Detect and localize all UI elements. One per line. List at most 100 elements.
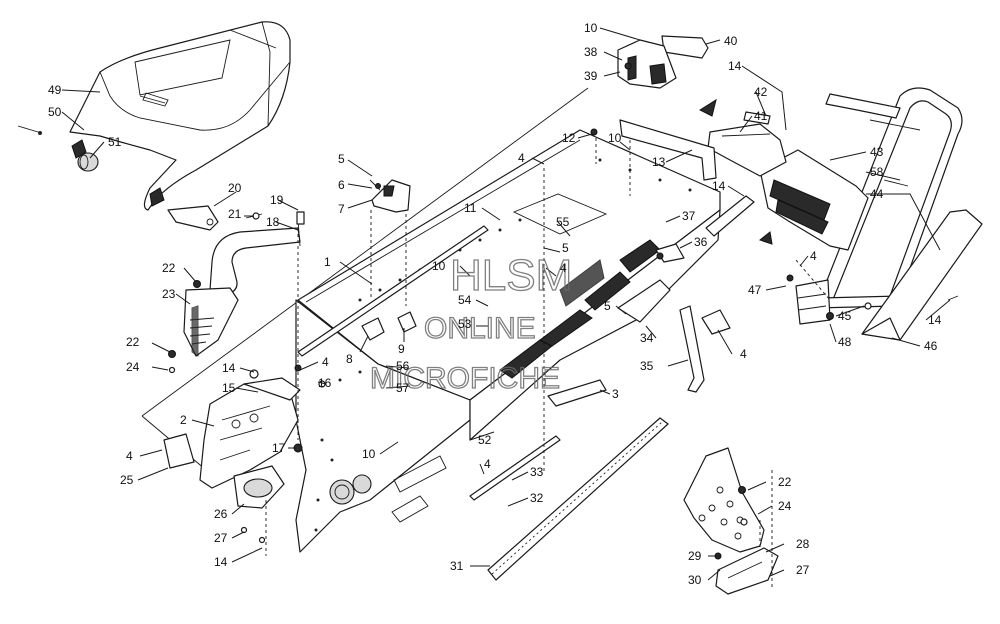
front-grab-handle-18 <box>209 211 305 295</box>
callout-label: 33 <box>530 465 544 479</box>
rail-14-rear <box>705 195 755 237</box>
reflector-42 <box>743 111 771 125</box>
snowflap-43 <box>759 149 869 251</box>
callout-label: 22 <box>126 335 140 349</box>
callout-label: 1 <box>324 255 331 269</box>
callout-label: 37 <box>682 209 696 223</box>
callout-label: 32 <box>530 491 544 505</box>
brace-35 <box>679 305 705 393</box>
callout-label: 42 <box>754 85 768 99</box>
callout-label: 14 <box>222 361 236 375</box>
callout-label: 54 <box>458 293 472 307</box>
callout-label: 14 <box>728 59 742 73</box>
callout-label: 8 <box>346 352 353 366</box>
callout-label: 46 <box>924 339 938 353</box>
callout-label: 10 <box>608 131 622 145</box>
group-outline-top <box>141 87 589 417</box>
callout-label: 15 <box>222 381 236 395</box>
skid-3 <box>547 379 607 407</box>
callout-label: 53 <box>458 317 472 331</box>
callout-label: 10 <box>362 447 376 461</box>
callout-label: 22 <box>162 261 176 275</box>
watermark: HLSM ONLINE MICROFICHE <box>369 250 573 395</box>
callout-label: 55 <box>556 215 570 229</box>
callout-label: 47 <box>748 283 762 297</box>
callout-label: 4 <box>518 151 525 165</box>
callout-label: 34 <box>640 331 654 345</box>
callout-label: 26 <box>214 507 228 521</box>
callout-label: 14 <box>712 179 726 193</box>
callout-label: 28 <box>796 537 810 551</box>
callout-label: 14 <box>214 555 228 569</box>
callout-label: 4 <box>740 347 747 361</box>
heel-pad-28 <box>715 547 779 595</box>
callout-label: 29 <box>688 549 702 563</box>
rear-bracket-13 <box>619 119 717 181</box>
callout-label: 4 <box>560 261 567 275</box>
callout-label: 35 <box>640 359 654 373</box>
callout-label: 5 <box>604 299 611 313</box>
callout-label: 9 <box>398 342 405 356</box>
callout-label: 4 <box>810 249 817 263</box>
callout-label: 56 <box>396 359 410 373</box>
callout-label: 14 <box>928 313 942 327</box>
callout-labels: 49 50 51 20 21 1 9 18 22 23 22 24 5 6 7 1… <box>48 21 942 587</box>
watermark-line3: MICROFICHE <box>370 362 560 395</box>
flap-bracket-41 <box>707 123 787 177</box>
callout-label: 6 <box>338 178 345 192</box>
plate-25 <box>163 433 195 469</box>
callout-label: 40 <box>724 34 738 48</box>
rear-bumper-44 <box>815 87 963 309</box>
callout-label: 44 <box>870 187 884 201</box>
strip-33 <box>469 435 561 501</box>
bracket-4-right <box>701 309 731 335</box>
callout-label: 41 <box>754 109 768 123</box>
front-bulkhead-2 <box>199 377 301 489</box>
callout-label: 5 <box>562 241 569 255</box>
direction-arrow <box>758 231 773 245</box>
callout-label: 24 <box>778 499 792 513</box>
callout-label: 51 <box>108 135 122 149</box>
tail-light-40 <box>661 35 709 59</box>
callout-label: 4 <box>322 355 329 369</box>
callout-label: 13 <box>652 155 666 169</box>
callout-label: 52 <box>478 433 492 447</box>
callout-label: 10 <box>584 21 598 35</box>
direction-arrow <box>698 98 717 117</box>
callout-label: 24 <box>126 360 140 374</box>
callout-label: 50 <box>48 105 62 119</box>
callout-label: 36 <box>694 235 708 249</box>
callout-label: 49 <box>48 83 62 97</box>
callout-label: 4 <box>484 457 491 471</box>
leader-lines <box>61 27 951 581</box>
watermark-line2: ONLINE <box>424 312 536 345</box>
seat-bushing-51 <box>77 152 99 172</box>
hitch-48 <box>795 279 831 325</box>
callout-label: 58 <box>870 165 884 179</box>
side-guard-23 <box>183 287 239 357</box>
explosion-lines <box>265 138 831 590</box>
callout-label: 30 <box>688 573 702 587</box>
callout-label: 27 <box>214 531 228 545</box>
callout-label: 48 <box>838 335 852 349</box>
callout-label: 27 <box>796 563 810 577</box>
callout-label: 23 <box>162 287 176 301</box>
callout-label: 20 <box>228 181 242 195</box>
callout-label: 11 <box>464 201 477 215</box>
callout-label: 22 <box>778 475 792 489</box>
callout-label: 3 <box>612 387 619 401</box>
callout-label: 38 <box>584 45 598 59</box>
watermark-line1: HLSM <box>450 251 572 300</box>
callout-label: 12 <box>562 131 576 145</box>
callout-label: 39 <box>584 69 598 83</box>
footrest-34 <box>617 279 671 323</box>
callout-label: 21 <box>228 207 242 221</box>
bracket-20 <box>167 205 219 231</box>
callout-label: 57 <box>396 381 410 395</box>
seat-part <box>69 21 291 211</box>
callout-label: 18 <box>266 215 280 229</box>
callout-label: 7 <box>338 202 345 216</box>
bracket-7 <box>371 179 411 213</box>
